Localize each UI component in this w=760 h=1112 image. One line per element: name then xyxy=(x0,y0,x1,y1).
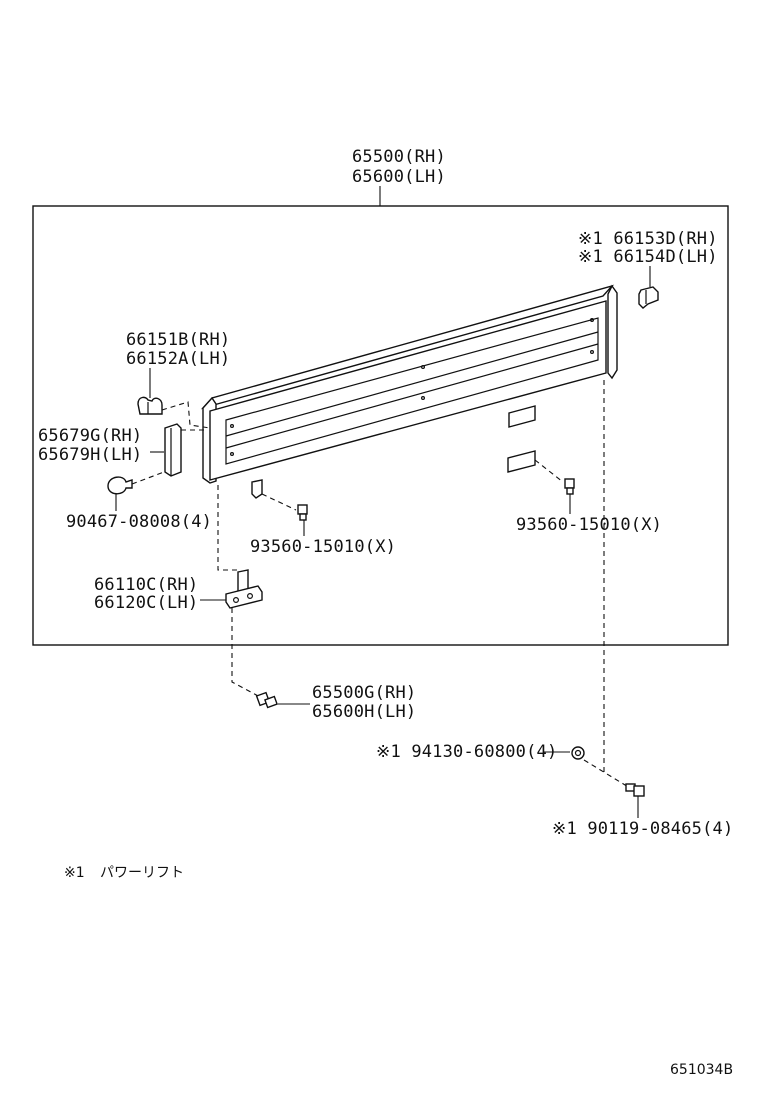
label-bracket-top-lh: ※1 66154D(LH) xyxy=(578,247,718,267)
label-bolt-lh: 65600H(LH) xyxy=(312,702,416,722)
nut-power-part xyxy=(571,746,585,760)
caution-label-lower xyxy=(507,450,536,473)
hinge-part xyxy=(225,569,263,609)
label-gate-lh: 65600(LH) xyxy=(352,167,446,187)
nut-right-dashed-line xyxy=(534,459,564,483)
bolt-lower-part xyxy=(255,691,278,709)
clip-dashed-line xyxy=(161,401,211,429)
bolt-dashed-line xyxy=(231,608,263,699)
label-bracket-top-rh: ※1 66153D(RH) xyxy=(578,229,718,249)
grommet-dashed-line xyxy=(131,471,165,485)
label-bolt-rh: 65500G(RH) xyxy=(312,683,416,703)
nut-left-dashed-line xyxy=(261,493,297,511)
bolt-power-part xyxy=(625,783,645,797)
footnote-text: パワーリフト xyxy=(100,865,184,881)
label-hinge-lh: 66120C(LH) xyxy=(94,593,198,613)
label-stay-lh: 65679H(LH) xyxy=(38,445,142,465)
label-bolt-power: ※1 90119-08465(4) xyxy=(552,819,733,839)
label-clip-rh: 66151B(RH) xyxy=(126,330,230,350)
label-grommet: 90467-08008(4) xyxy=(66,512,212,532)
figure-id: 651034B xyxy=(670,1062,733,1078)
footnote-mark: ※1 xyxy=(64,865,85,881)
label-nut-left: 93560-15010(X) xyxy=(250,537,396,557)
label-nut-power: ※1 94130-60800(4) xyxy=(376,742,557,762)
label-hinge-rh: 66110C(RH) xyxy=(94,575,198,595)
label-nut-right: 93560-15010(X) xyxy=(516,515,662,535)
nut-left-plate xyxy=(251,479,263,499)
clip-part xyxy=(137,396,163,415)
grommet-part xyxy=(107,476,133,495)
assembly-frame xyxy=(32,205,729,646)
tailgate-panel xyxy=(200,284,618,484)
bracket-top-part xyxy=(638,286,659,309)
label-stay-rh: 65679G(RH) xyxy=(38,426,142,446)
power-dashed-diag xyxy=(583,759,631,789)
label-gate-rh: 65500(RH) xyxy=(352,147,446,167)
nut-right-bolt xyxy=(564,478,575,495)
label-clip-lh: 66152A(LH) xyxy=(126,349,230,369)
nut-left-bolt xyxy=(297,504,308,521)
caution-label-upper xyxy=(508,405,536,428)
stay-part xyxy=(164,423,182,477)
hinge-dashed-line xyxy=(217,485,240,571)
